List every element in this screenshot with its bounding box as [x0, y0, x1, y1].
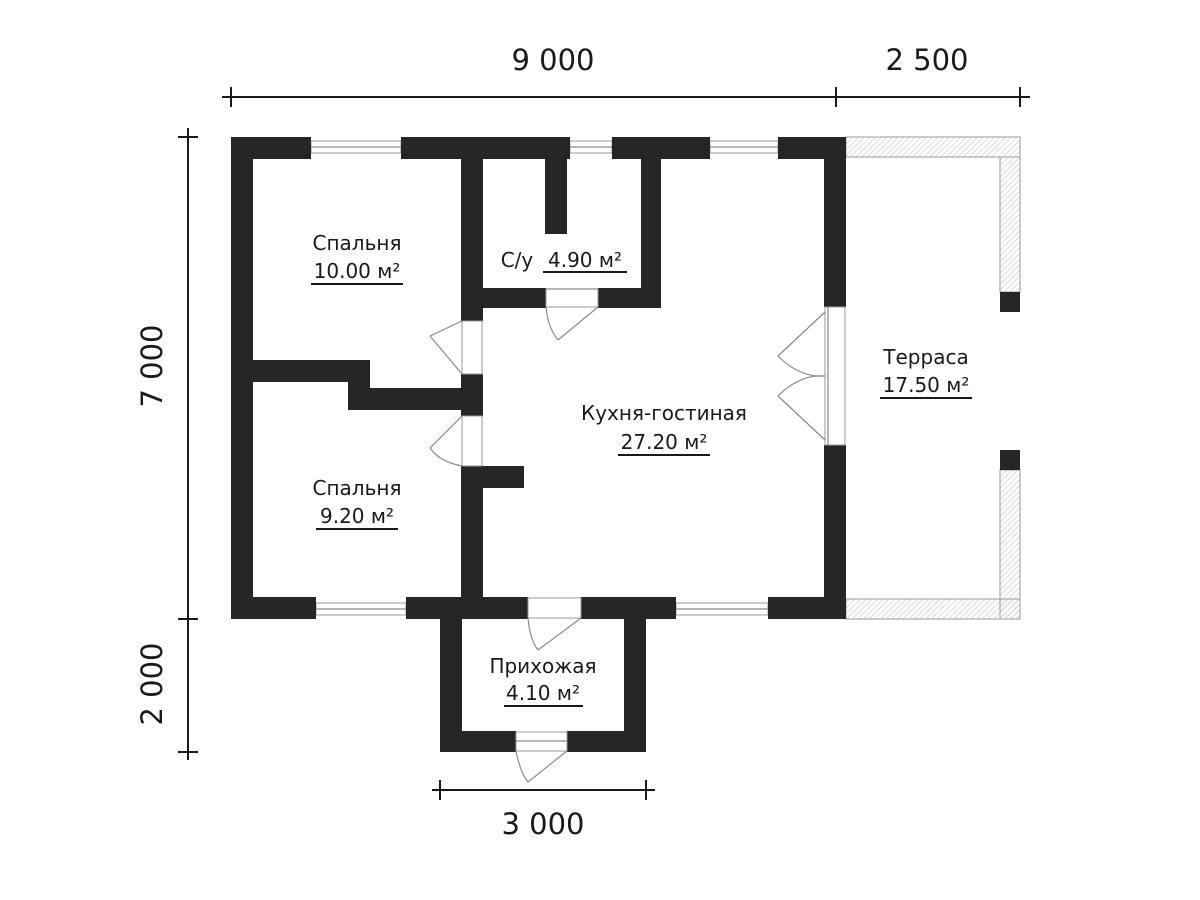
dim-left-main: 7 000 [135, 324, 169, 407]
room-kitchen-name: Кухня-гостиная [581, 401, 747, 425]
room-bathroom-area: 4.90 м² [548, 248, 622, 272]
door-bathroom [545, 288, 599, 341]
walls [231, 137, 846, 752]
dimension-top: 9 000 2 500 [222, 43, 1030, 107]
room-bathroom-name: С/у [501, 248, 534, 272]
door-terrace [777, 306, 846, 446]
room-kitchen-area: 27.20 м² [621, 430, 708, 454]
room-terrace: Терраса 17.50 м² [880, 345, 972, 399]
door-bedroom2 [429, 415, 483, 467]
dimension-bottom: 3 000 [432, 780, 655, 841]
room-terrace-area: 17.50 м² [883, 373, 970, 397]
terrace-post-bottom [1000, 450, 1020, 470]
room-bedroom1: Спальня 10.00 м² [311, 231, 403, 285]
dim-bottom-entry: 3 000 [501, 807, 584, 841]
room-hallway: Прихожая 4.10 м² [489, 654, 597, 707]
door-entrance [515, 731, 568, 783]
room-bedroom1-area: 10.00 м² [314, 259, 401, 283]
terrace-post-top [1000, 292, 1020, 312]
terrace-railing [845, 136, 1021, 620]
room-kitchen: Кухня-гостиная 27.20 м² [581, 401, 747, 456]
room-bedroom2: Спальня 9.20 м² [313, 476, 402, 530]
windows [310, 140, 779, 616]
room-hallway-area: 4.10 м² [506, 681, 580, 705]
room-hallway-name: Прихожая [489, 654, 596, 678]
room-bedroom2-name: Спальня [313, 476, 402, 500]
room-bathroom: С/у 4.90 м² [501, 248, 627, 273]
doors [429, 288, 846, 783]
room-bedroom2-area: 9.20 м² [320, 504, 394, 528]
room-bedroom1-name: Спальня [313, 231, 402, 255]
dim-top-main: 9 000 [511, 43, 594, 77]
room-terrace-name: Терраса [882, 345, 968, 369]
dim-left-entry: 2 000 [135, 642, 169, 725]
dim-top-terrace: 2 500 [885, 43, 968, 77]
door-hallway-inner [527, 597, 582, 651]
door-bedroom1 [429, 320, 483, 375]
dimension-left: 7 000 2 000 [135, 128, 198, 760]
